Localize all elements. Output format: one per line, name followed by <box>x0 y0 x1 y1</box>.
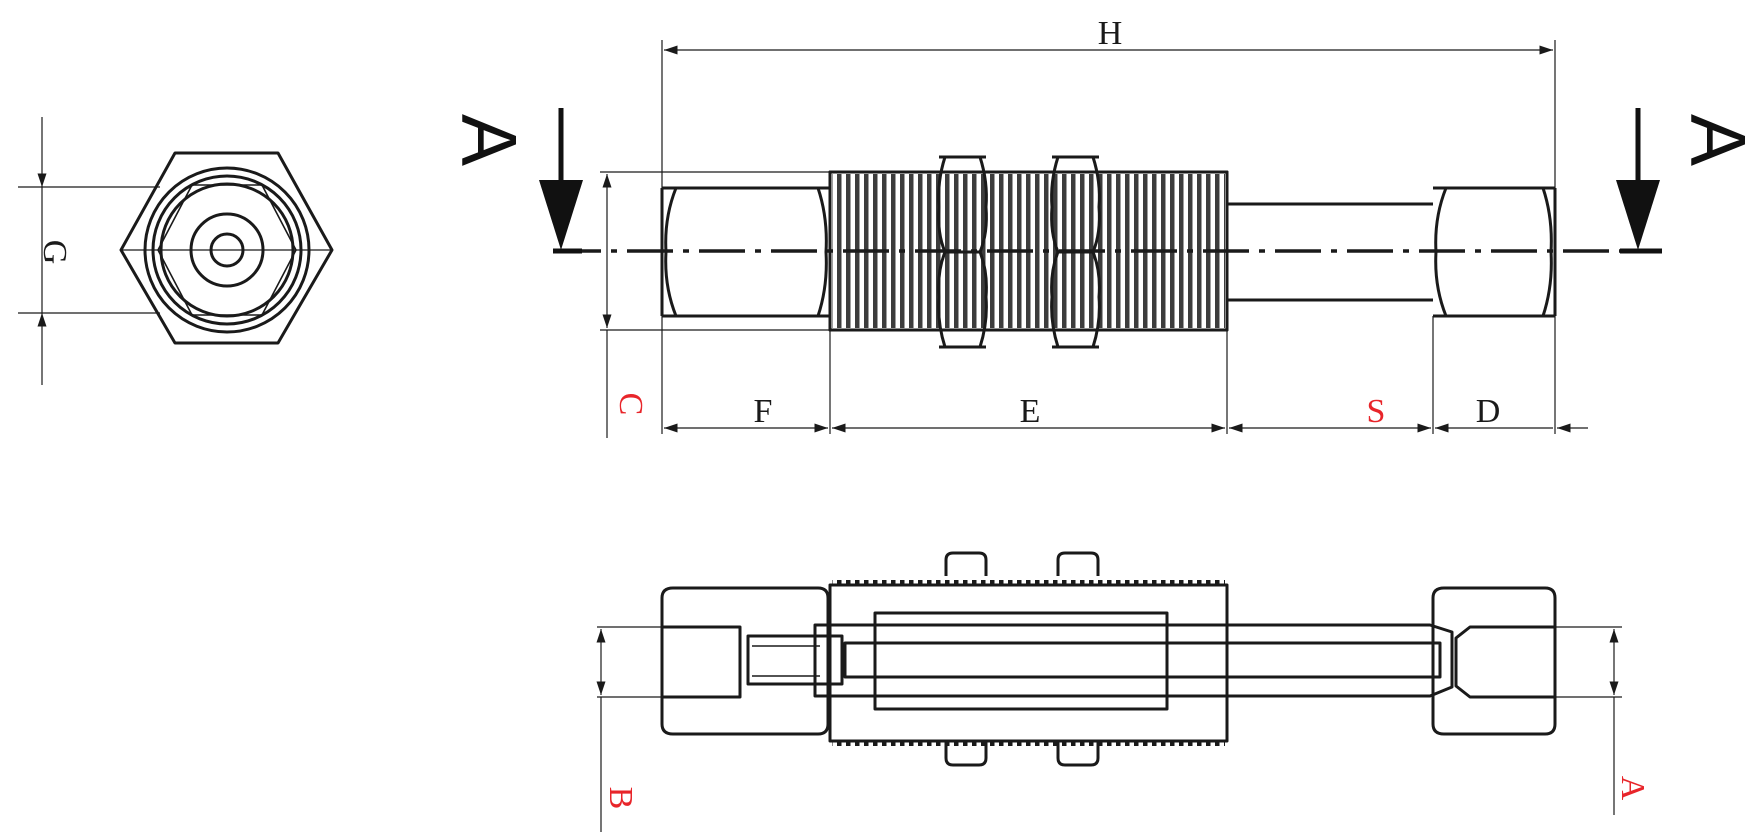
section-left-nut <box>660 586 830 736</box>
section-label-left: A <box>445 114 533 166</box>
dim-label-s: S <box>1367 393 1386 430</box>
end-view-outer-ring <box>143 166 311 334</box>
dim-label-f: F <box>754 393 773 430</box>
section-lock-nut-2-top <box>1056 551 1100 576</box>
section-lock-nut-1-bottom <box>944 742 988 767</box>
section-rod-bore <box>843 641 1442 679</box>
dim-label-e: E <box>1020 393 1041 430</box>
section-arrow-right: A <box>1616 108 1746 254</box>
section-arrow-left: A <box>445 108 583 254</box>
lock-nut-1 <box>937 155 988 349</box>
dim-label-d: D <box>1476 393 1501 430</box>
section-lock-nut-2-bottom <box>1056 742 1100 767</box>
section-right-port <box>1454 625 1557 699</box>
end-view: G <box>18 117 334 385</box>
section-thread-bottom <box>832 740 1225 746</box>
lock-nut-2 <box>1050 155 1101 349</box>
dim-label-a: A <box>1614 776 1651 801</box>
section-label-right: A <box>1674 114 1746 166</box>
dim-label-c: C <box>612 393 649 416</box>
section-plug <box>746 634 844 686</box>
end-view-ring-3 <box>159 182 295 318</box>
section-piston-rod <box>813 623 1454 698</box>
end-view-inner-hex <box>157 184 297 316</box>
end-view-bore <box>209 232 245 268</box>
section-lock-nut-1-top <box>944 551 988 576</box>
side-view: H <box>445 15 1746 438</box>
section-left-port <box>660 625 742 699</box>
end-view-ring-2 <box>151 174 303 326</box>
dim-label-h: H <box>1098 15 1123 52</box>
end-view-bore-ring <box>189 212 265 288</box>
section-cavity <box>873 611 1169 711</box>
section-thread-top <box>832 580 1225 586</box>
dim-label-b: B <box>602 787 639 810</box>
dim-label-g: G <box>36 240 73 265</box>
section-view: B A <box>596 551 1651 832</box>
section-right-nut <box>1431 586 1557 736</box>
